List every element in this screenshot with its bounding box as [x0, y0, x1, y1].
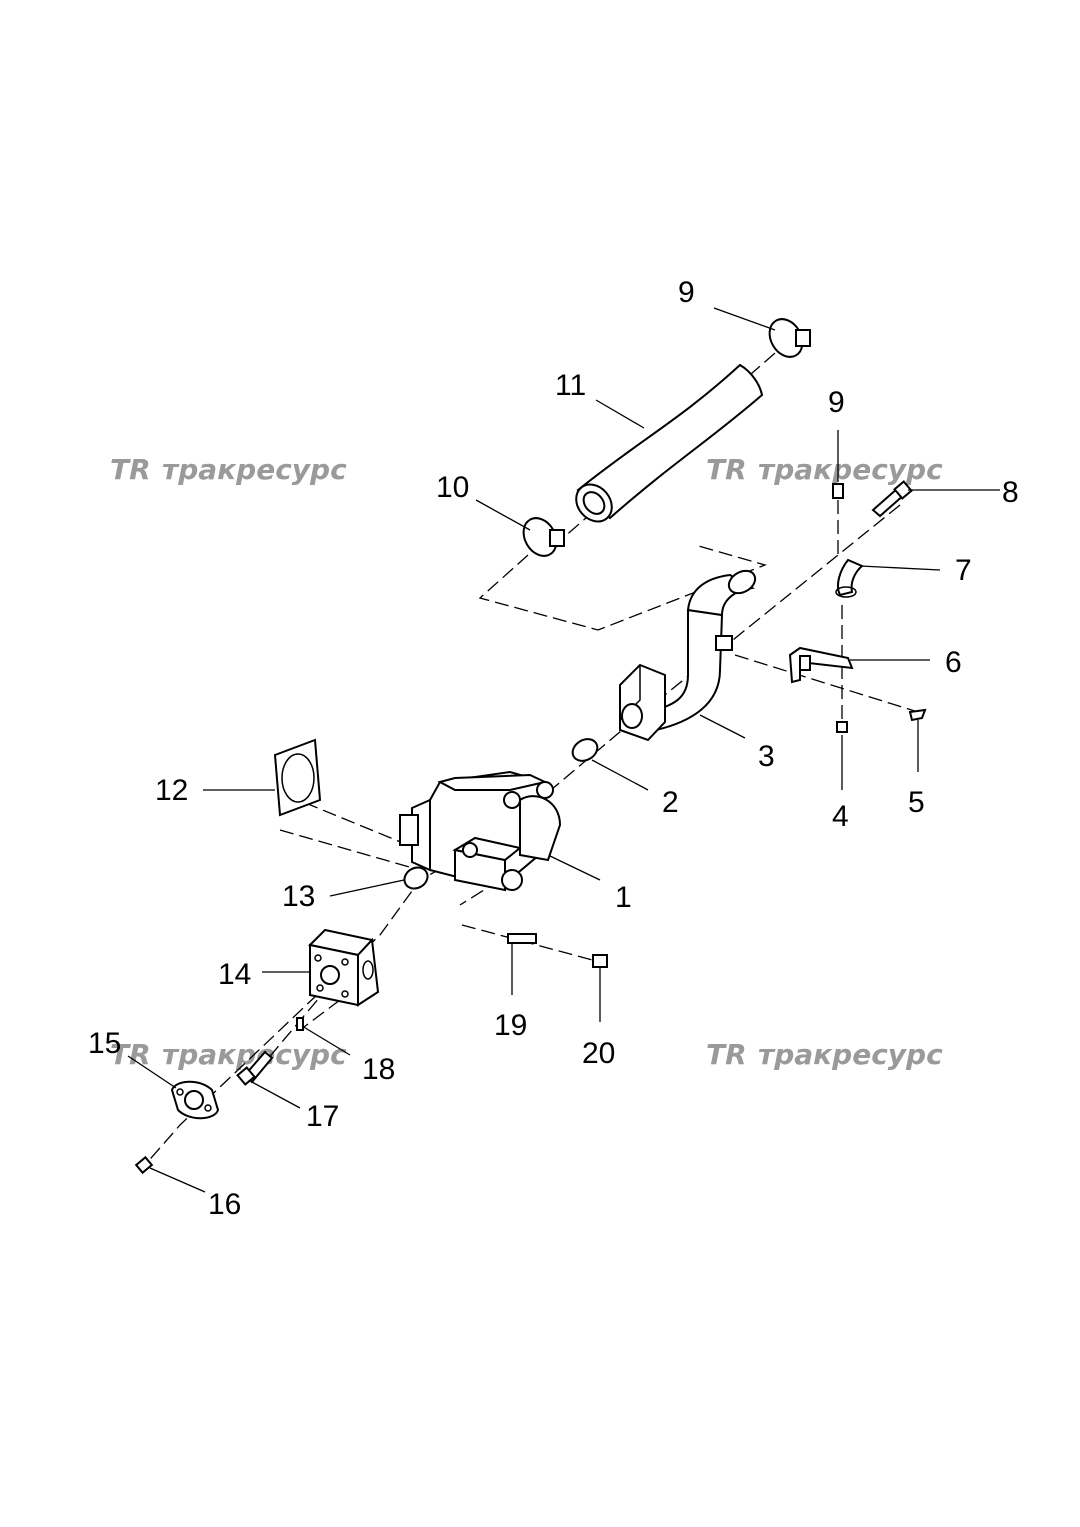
callout-labels: 9 11 10 9 8 7 6 3 4 5 2 12 1 13 14 15 16… [88, 276, 1019, 1221]
gasket-part-12 [273, 738, 322, 817]
callout-14: 14 [218, 958, 251, 991]
callout-19: 19 [494, 1009, 527, 1042]
watermark-text: тракресурс [758, 453, 943, 486]
callout-13: 13 [282, 880, 315, 913]
stud-part-19 [507, 933, 537, 944]
callout-3: 3 [758, 740, 775, 773]
screw-part-5 [908, 708, 927, 722]
leader-lines [127, 307, 1000, 1193]
flange-part-15 [170, 1080, 220, 1120]
callout-6: 6 [945, 646, 962, 679]
watermark-text: тракресурс [758, 1038, 943, 1071]
callout-16: 16 [208, 1188, 241, 1221]
clamp-part-10-upper [768, 318, 811, 358]
clamp-part-7 [835, 558, 864, 598]
callout-7: 7 [955, 554, 972, 587]
callout-8: 8 [1002, 476, 1019, 509]
nut-part-20 [592, 954, 608, 968]
hose-part-11 [575, 363, 764, 523]
bolt-part-9 [832, 483, 844, 499]
pin-part-18 [296, 1017, 304, 1031]
callout-11: 11 [555, 369, 586, 402]
callout-15: 15 [88, 1027, 121, 1060]
watermark-logo: TR [706, 1038, 747, 1071]
watermark-text: тракресурс [162, 453, 347, 486]
o-ring-part-13 [403, 866, 429, 890]
nut-part-4 [836, 721, 848, 733]
watermark-top-right: TR тракресурс [706, 453, 943, 486]
o-ring-part-2 [571, 738, 599, 762]
block-part-14 [307, 928, 380, 1007]
callout-1: 1 [615, 881, 632, 914]
callout-2: 2 [662, 786, 679, 819]
callout-17: 17 [306, 1100, 339, 1133]
callout-18: 18 [362, 1053, 395, 1086]
bracket-part-6 [788, 646, 854, 684]
callout-10-upper: 9 [678, 276, 695, 309]
callout-4: 4 [832, 800, 849, 833]
callout-9: 9 [828, 386, 845, 419]
long-bolt-part-8 [871, 480, 913, 518]
callout-20: 20 [582, 1037, 615, 1070]
callout-5: 5 [908, 786, 925, 819]
watermark-logo: TR [110, 453, 151, 486]
callout-10-lower: 10 [436, 471, 469, 504]
watermark-logo: TR [110, 1038, 151, 1071]
watermark-bottom-right: TR тракресурс [706, 1038, 943, 1071]
watermark-bottom-left: TR тракресурс [110, 1038, 347, 1071]
clamp-part-10-lower [522, 517, 565, 557]
gear-pump-part-1 [399, 770, 562, 892]
callout-12: 12 [155, 774, 188, 807]
watermark-top-left: TR тракресурс [110, 453, 347, 486]
elbow-pipe-part-3 [619, 569, 757, 742]
bolt-part-17 [236, 1050, 274, 1086]
watermark-logo: TR [706, 453, 747, 486]
bolt-part-16 [134, 1155, 154, 1175]
